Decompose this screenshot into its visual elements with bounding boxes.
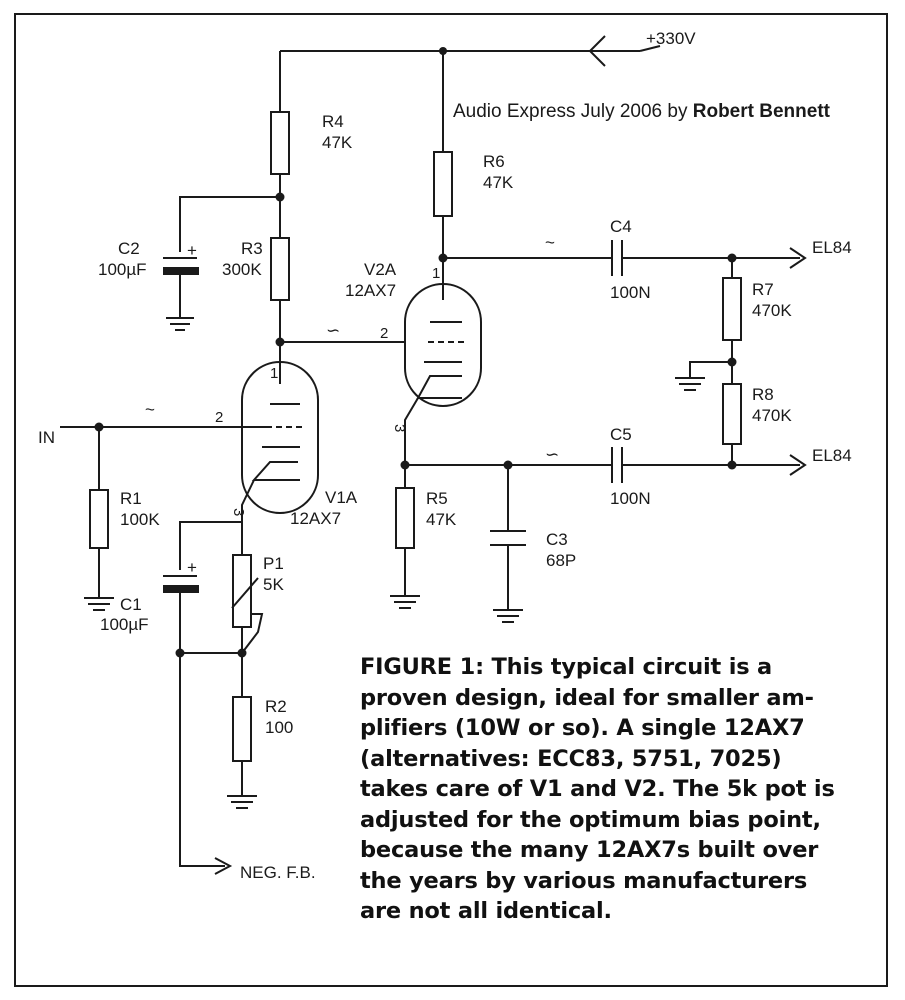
caption-line: FIGURE 1: This typical circuit is a [360, 654, 773, 680]
c3-name: C3 [546, 530, 568, 549]
r8-value: 470K [752, 406, 792, 425]
r8-name: R8 [752, 385, 774, 404]
r3-value: 300K [222, 260, 262, 279]
caption-line: proven design, ideal for smaller am- [360, 684, 814, 711]
r3-name: R3 [241, 239, 263, 258]
output-top-label: EL84 [812, 238, 852, 257]
input-wire [60, 422, 266, 611]
c4-capacitor [443, 240, 807, 276]
caption-line: the years by various manufacturers [360, 867, 808, 894]
caption-line: takes care of V1 and V2. The 5k pot is [360, 776, 835, 802]
c5-name: C5 [610, 425, 632, 444]
cathode-network [163, 512, 243, 875]
caption-line: because the many 12AX7s built over [360, 837, 819, 863]
r3-resistor [270, 237, 290, 384]
supply-label: +330V [646, 29, 696, 48]
c2-value: 100µF [98, 260, 147, 279]
r6-name: R6 [483, 152, 505, 171]
c3-capacitor [490, 465, 526, 623]
caption-line: are not all identical. [360, 898, 612, 924]
r6-resistor [433, 51, 453, 300]
c1-name: C1 [120, 595, 142, 614]
c1-value: 100µF [100, 615, 149, 634]
caption-line: (alternatives: ECC83, 5751, 7025) [360, 745, 782, 772]
c4-signal-mark: ~ [545, 233, 555, 252]
c5-capacitor [400, 447, 807, 483]
credit: Audio Express July 2006 by Robert Bennet… [453, 101, 831, 122]
r2-resistor [227, 696, 257, 809]
r4-name: R4 [322, 112, 344, 131]
r1-name: R1 [120, 489, 142, 508]
c1-polarity: + [187, 558, 197, 577]
c2-polarity: + [187, 241, 197, 260]
r7-r8-divider [675, 258, 742, 465]
r7-name: R7 [752, 280, 774, 299]
r5-name: R5 [426, 489, 448, 508]
caption-line: adjusted for the optimum bias point, [360, 806, 821, 833]
p1-name: P1 [263, 554, 284, 573]
feedback-label: NEG. F.B. [240, 863, 316, 882]
r7-value: 470K [752, 301, 792, 320]
figure-caption: FIGURE 1: This typical circuit is a prov… [360, 652, 840, 927]
input-label: IN [38, 428, 55, 447]
r6-value: 47K [483, 173, 514, 192]
c5-value: 100N [610, 489, 651, 508]
v1a-triode [241, 361, 319, 514]
r4-resistor [270, 51, 290, 238]
v2a-name: V2A [364, 260, 397, 279]
v2a-pin-cathode: 3 [391, 424, 408, 432]
output-bottom-label: EL84 [812, 446, 852, 465]
v2a-pin-plate: 1 [432, 265, 440, 282]
c2-name: C2 [118, 239, 140, 258]
c5-signal-mark: ∽ [545, 445, 559, 464]
v2a-triode [404, 283, 482, 465]
c2-capacitor [163, 196, 280, 331]
v2a-pin-grid: 2 [380, 325, 388, 342]
r2-value: 100 [265, 718, 293, 737]
supply-rail [280, 35, 661, 67]
v1a-pin-plate: 1 [270, 365, 278, 382]
c4-value: 100N [610, 283, 651, 302]
v1a-pin-grid: 2 [215, 409, 223, 426]
input-signal-mark: ~ [145, 400, 155, 419]
v1a-name: V1A [325, 488, 358, 507]
r2-name: R2 [265, 697, 287, 716]
r5-value: 47K [426, 510, 457, 529]
v2a-value: 12AX7 [345, 281, 396, 300]
r5-resistor [390, 465, 420, 609]
v1a-pin-cathode: 3 [230, 508, 247, 516]
c3-value: 68P [546, 551, 576, 570]
interstage-signal-mark: ∽ [326, 321, 340, 340]
figure-border [14, 13, 888, 987]
r1-value: 100K [120, 510, 160, 529]
caption-line: plifiers (10W or so). A single 12AX7 [360, 715, 805, 741]
p1-potentiometer [231, 554, 264, 697]
c4-name: C4 [610, 217, 632, 236]
r4-value: 47K [322, 133, 353, 152]
v1a-value: 12AX7 [290, 509, 341, 528]
p1-value: 5K [263, 575, 284, 594]
